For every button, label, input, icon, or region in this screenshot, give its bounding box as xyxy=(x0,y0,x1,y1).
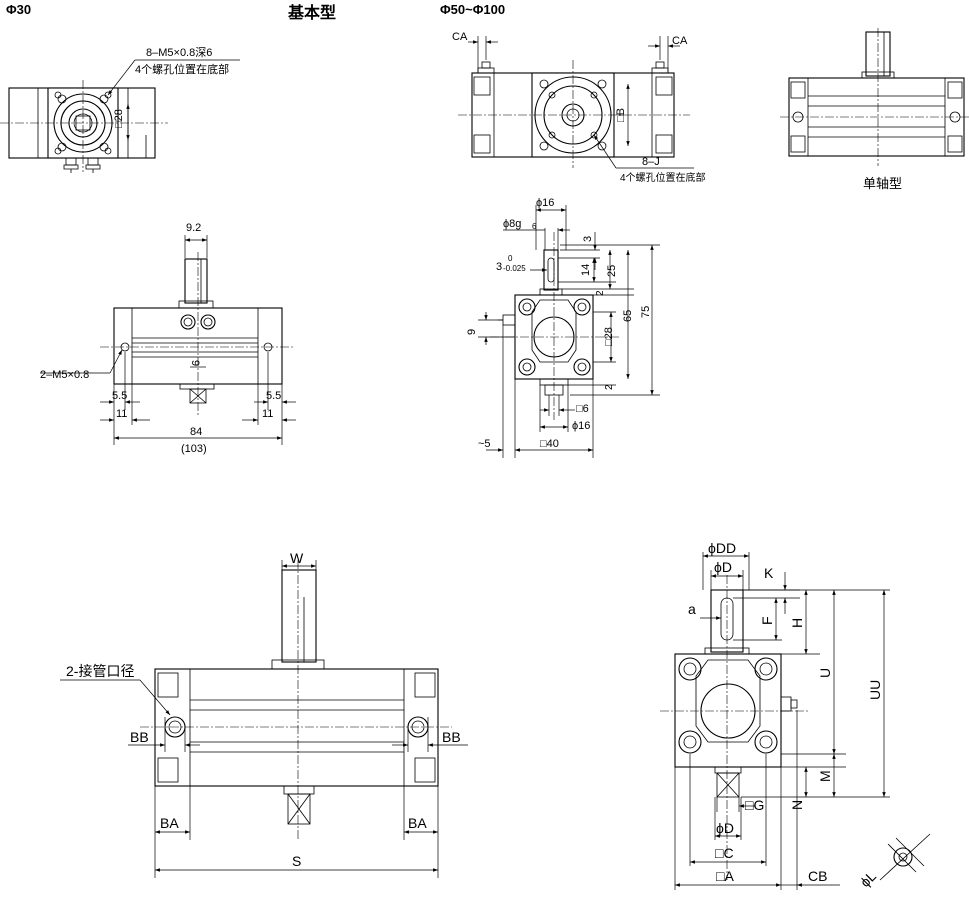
side-keyway-tol-up: 0 xyxy=(508,254,513,263)
general-port-label: 2-接管口径 xyxy=(66,663,134,679)
side-dim-25: 25 xyxy=(606,265,618,277)
side-uu-label: UU xyxy=(867,680,883,700)
heading-basic-type: 基本型 xyxy=(287,3,336,22)
phi30-dim-84: 84 xyxy=(190,426,202,438)
general-bb-right: BB xyxy=(442,729,461,745)
phi50-hole-note: 4个螺孔位置在底部 xyxy=(620,171,706,184)
side-keyway-3: 3 xyxy=(496,261,502,273)
general-side-view: ϕDD ϕD K a F H U UU M N xyxy=(660,540,931,891)
side-m-label: M xyxy=(817,770,833,782)
phi50-top-view: CA CA □B 8–J 4个螺孔位置在底部 xyxy=(452,31,706,184)
side-phi8g: ϕ8g xyxy=(503,218,521,230)
general-front-body xyxy=(154,668,439,787)
phi30-hole-note: 4个螺孔位置在底部 xyxy=(135,62,229,76)
side-phi16-top: ϕ16 xyxy=(536,197,554,209)
side-dim-5: ~5 xyxy=(478,438,491,450)
side-phid-bottom: ϕD xyxy=(716,820,734,836)
phi50-ca-right: CA xyxy=(672,35,688,47)
phi30-dim-5-5-left: 5.5 xyxy=(112,390,127,402)
side-phid-top: ϕD xyxy=(714,559,732,575)
side-dim-2-bottom: 2 xyxy=(604,384,615,390)
general-w-label: W xyxy=(290,550,304,566)
side-a-label: a xyxy=(688,601,696,617)
side-cb: CB xyxy=(808,868,827,884)
side-f-label: F xyxy=(759,616,775,625)
phi30-thread-m5: 2–M5×0.8 xyxy=(40,369,89,381)
phi30-dim-11-left: 11 xyxy=(116,408,127,420)
phi30-thread-note: 8–M5×0.8深6 xyxy=(146,46,212,59)
side-dim-75: 75 xyxy=(640,306,652,318)
side-dim-2-top: 2 xyxy=(595,290,606,296)
phi30-dim-11-right: 11 xyxy=(262,408,273,420)
general-ba-left: BA xyxy=(160,815,179,831)
heading-phi50-100: Φ50~Φ100 xyxy=(440,2,505,17)
phi30-side-view: ϕ16 ϕ8g 6 3 0 -0.025 3 14 25 2 65 75 xyxy=(466,197,660,458)
side-k-label: K xyxy=(764,565,774,581)
single-shaft-view xyxy=(780,28,969,166)
phi30-dim-9: 9 xyxy=(189,360,201,366)
general-bb-left: BB xyxy=(130,729,149,745)
phi50-sq-b: □B xyxy=(615,108,627,122)
side-dim-14: 14 xyxy=(580,264,592,276)
phi30-top-view: □28 8–M5×0.8深6 4个螺孔位置在底部 xyxy=(0,46,240,173)
general-ba-right: BA xyxy=(408,815,427,831)
side-sq-c: □C xyxy=(715,845,734,861)
phi30-front-view: 9.2 2–M5×0.8 9 5.5 11 5.5 11 84 (103) xyxy=(40,222,296,455)
phil-detail xyxy=(879,833,931,881)
heading-single-shaft: 单轴型 xyxy=(863,176,902,191)
side-phidd: ϕDD xyxy=(708,540,736,556)
phi50-ca-left: CA xyxy=(452,31,468,43)
side-phi16-bottom: ϕ16 xyxy=(572,420,590,432)
side-dim-3: 3 xyxy=(582,236,594,242)
side-keyway-tol-low: -0.025 xyxy=(503,264,526,273)
side-dim-9: 9 xyxy=(466,329,478,335)
general-front-view: W 2-接管口径 BB BB BA BA S xyxy=(60,550,468,878)
heading-phi30: Φ30 xyxy=(6,2,31,17)
side-dim-65: 65 xyxy=(622,310,634,322)
phi30-sq28-label: □28 xyxy=(113,109,125,128)
side-sq-a: □A xyxy=(716,868,734,884)
side-sq40: □40 xyxy=(540,438,559,450)
phi30-dim-5-5-right: 5.5 xyxy=(266,390,281,402)
side-h-label: H xyxy=(789,618,805,628)
side-sq6: □6 xyxy=(576,403,589,415)
side-phil: ϕL xyxy=(857,868,880,891)
phi50-j-note: 8–J xyxy=(642,156,660,168)
side-sq28: □28 xyxy=(603,327,615,346)
side-sq-g: □G xyxy=(745,797,764,813)
general-s-label: S xyxy=(292,853,301,869)
general-side-body xyxy=(674,653,782,768)
phi30-dim-9-2: 9.2 xyxy=(186,222,201,234)
side-g6-sub: 6 xyxy=(532,222,537,231)
side-u-label: U xyxy=(817,668,833,678)
phi30-dim-103: (103) xyxy=(181,443,207,455)
